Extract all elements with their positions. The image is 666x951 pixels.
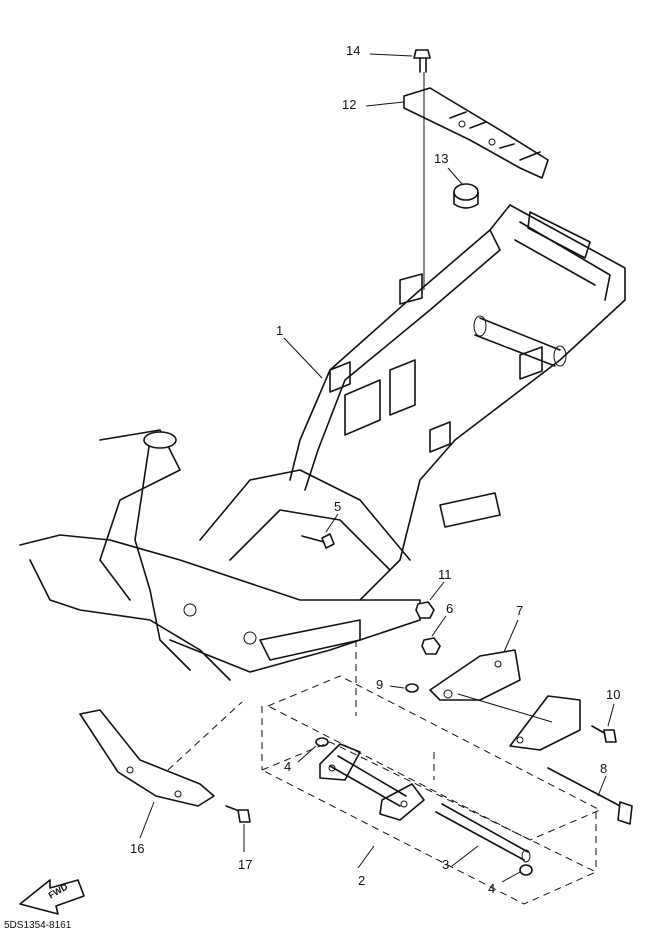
bolt-10 — [591, 725, 617, 743]
callout-17: 17 — [238, 857, 253, 872]
callout-5: 5 — [334, 499, 342, 514]
callout-3: 3 — [442, 857, 450, 872]
damper-13 — [453, 183, 479, 209]
callout-6: 6 — [446, 601, 454, 616]
fwd-arrow-icon — [19, 879, 85, 915]
nut-11 — [415, 601, 435, 619]
callout-8: 8 — [600, 761, 608, 776]
callout-2: 2 — [358, 873, 366, 888]
bolt-8 — [547, 767, 633, 825]
bracket-right — [509, 695, 581, 751]
bracket-7 — [429, 649, 521, 701]
diagram-code: 5DS1354-8161 — [4, 920, 72, 931]
callout-4-bottom: 4 — [488, 881, 496, 896]
main-frame-1 — [19, 204, 626, 681]
callout-12: 12 — [342, 97, 357, 112]
callout-16: 16 — [130, 841, 145, 856]
bolt-5 — [301, 533, 335, 549]
link-assembly-2 — [319, 743, 425, 821]
nut-6 — [421, 637, 441, 655]
callout-7: 7 — [516, 603, 524, 618]
bracket-12 — [403, 87, 549, 179]
rod-3 — [435, 803, 531, 863]
callout-1: 1 — [276, 323, 284, 338]
collar-4-top — [315, 737, 329, 747]
washer-9 — [405, 683, 419, 693]
bolt-17 — [225, 805, 251, 823]
callout-4-top: 4 — [284, 759, 292, 774]
collar-4-bottom — [519, 864, 533, 876]
callout-9: 9 — [376, 677, 384, 692]
callout-11: 11 — [438, 567, 452, 582]
bolt-14 — [413, 49, 431, 73]
callout-14: 14 — [346, 43, 361, 58]
callout-10: 10 — [606, 687, 621, 702]
callout-13: 13 — [434, 151, 449, 166]
bracket-16 — [79, 709, 215, 807]
